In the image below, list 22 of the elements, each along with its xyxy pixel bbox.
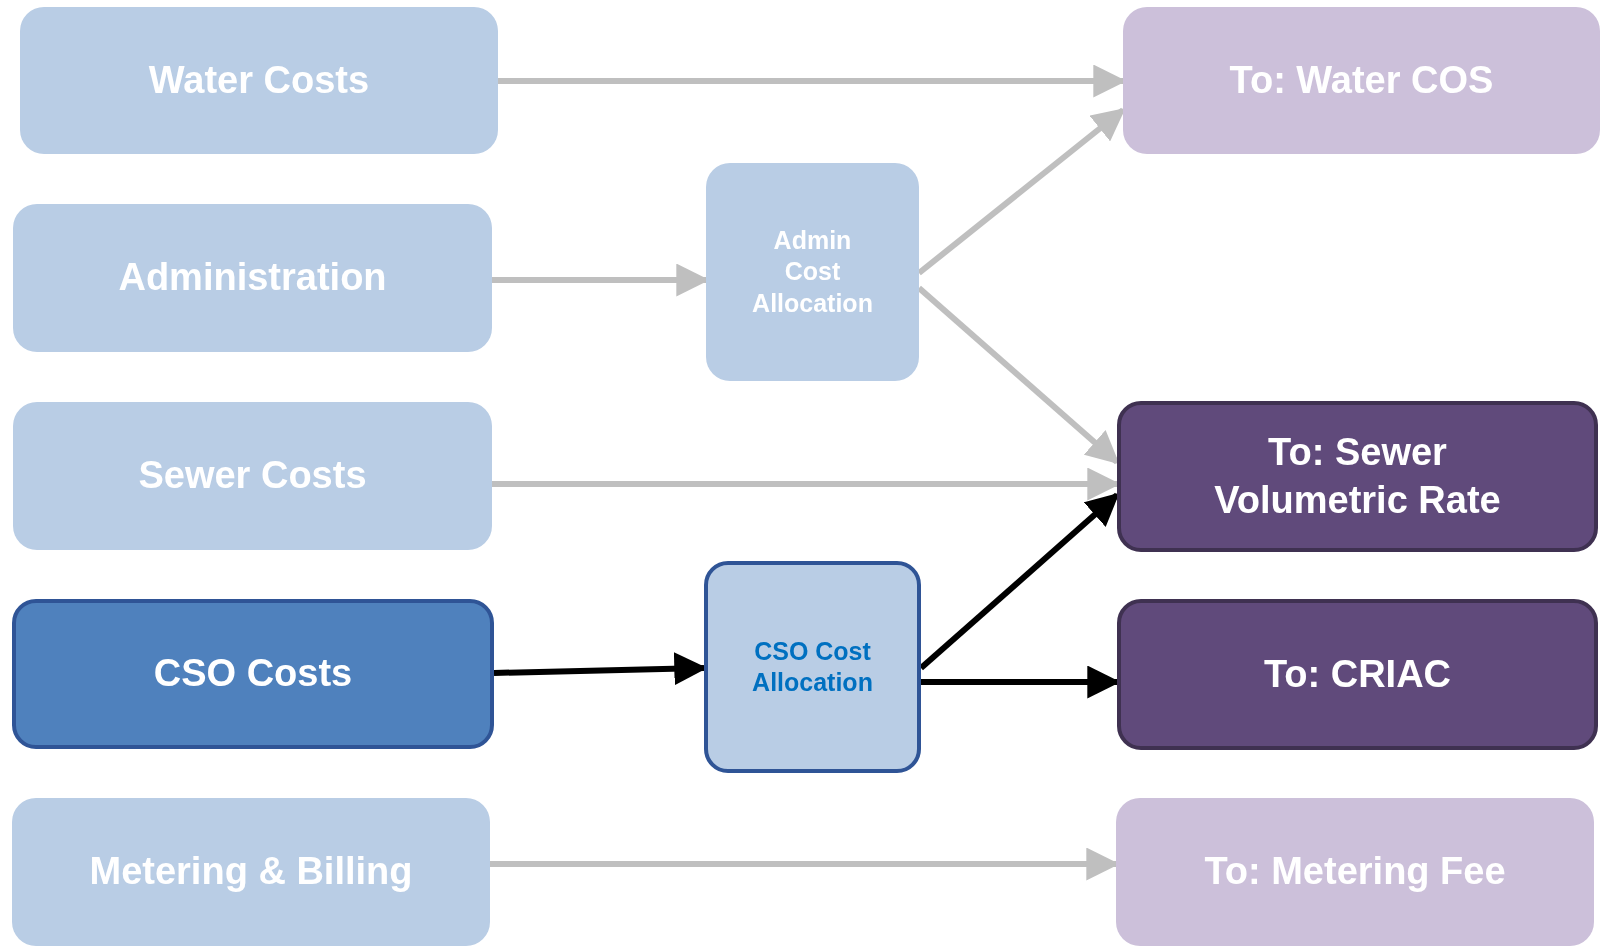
node-label: Administration xyxy=(118,255,387,301)
destination-box xyxy=(1123,7,1600,154)
cost-box xyxy=(13,204,492,352)
node-label: CSO Costs xyxy=(153,651,353,697)
node-label: Sewer Costs xyxy=(138,453,367,499)
node-label: To: Water COS xyxy=(1229,57,1494,103)
allocation-box xyxy=(706,163,919,381)
allocation-box xyxy=(704,561,921,773)
node-label: CSO Cost Allocation xyxy=(751,635,874,698)
cost-box xyxy=(12,599,494,749)
destination-box xyxy=(1117,599,1598,750)
node-label: To: Metering Fee xyxy=(1204,849,1506,895)
node-label: Water Costs xyxy=(148,57,370,103)
node-label: To: Sewer Volumetric Rate xyxy=(1213,430,1502,523)
node-label: To: CRIAC xyxy=(1263,651,1452,697)
destination-box xyxy=(1116,798,1594,946)
cost-box xyxy=(20,7,498,154)
node-label: Metering & Billing xyxy=(89,849,413,895)
destination-box xyxy=(1117,401,1598,552)
cost-box xyxy=(13,402,492,550)
node-label: Admin Cost Allocation xyxy=(751,225,874,319)
cost-box xyxy=(12,798,490,946)
